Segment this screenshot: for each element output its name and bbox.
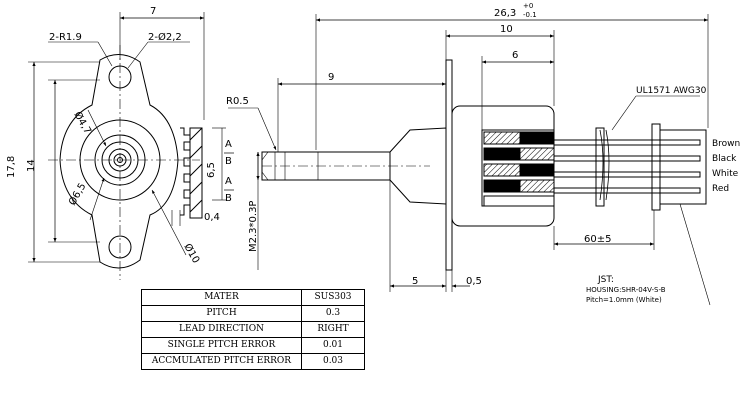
wire-color-white: White: [712, 169, 739, 179]
dim-length-5: 5: [412, 276, 418, 287]
dim-hole-dia: 2-Ø2,2: [148, 31, 182, 43]
dim-shaft-9: 9: [328, 72, 334, 83]
connector-housing: HOUSING:SHR-04V-S-B: [586, 286, 666, 294]
phase-label: B: [225, 156, 232, 167]
terminal-pins: [180, 127, 191, 216]
spec-label: MATER: [141, 289, 302, 306]
front-view: [28, 12, 226, 280]
dim-length-10: 10: [500, 24, 513, 35]
lead-wires: [554, 129, 660, 201]
spec-value: RIGHT: [301, 321, 365, 338]
front-cap: [389, 127, 447, 205]
front-body-outline: [59, 54, 179, 269]
dim-r-0-5: R0.5: [226, 96, 249, 107]
spec-label: ACCMULATED PITCH ERROR: [141, 353, 302, 370]
dim-thread: M2.3*0.3P: [248, 201, 259, 252]
dim-hole-radius: 2-R1.9: [49, 32, 82, 43]
dim-length-0-5: 0,5: [466, 276, 482, 287]
table-row: SINGLE PITCH ERROR 0.01: [141, 337, 365, 354]
dim-overall-height: 17,8: [6, 156, 17, 178]
table-row: MATER SUS303: [141, 289, 365, 306]
dim-thickness-0-4: 0,4: [204, 212, 220, 223]
spec-label: SINGLE PITCH ERROR: [141, 337, 302, 354]
dim-tolerance-upper: +0: [523, 2, 533, 10]
table-row: ACCMULATED PITCH ERROR 0.03: [141, 353, 365, 370]
spec-value: SUS303: [301, 289, 365, 306]
spec-label: LEAD DIRECTION: [141, 321, 302, 338]
spec-value: 0.3: [301, 305, 365, 322]
dim-pitch-6-5: 6,5: [206, 162, 217, 178]
connector-title: JST:: [597, 275, 614, 285]
dim-height-14: 14: [26, 159, 37, 172]
side-view: [228, 14, 711, 306]
dim-length-6: 6: [512, 50, 518, 61]
dim-dia-10: Ø10: [181, 242, 202, 266]
wire-color-black: Black: [712, 154, 737, 164]
mount-flange: [445, 59, 453, 271]
dim-dia-4-7: Ø4,7: [71, 110, 93, 137]
cable-label: UL1571 AWG30: [636, 86, 707, 96]
connector-pitch: Pitch=1.0mm (White): [586, 296, 662, 304]
phase-label: B: [225, 193, 232, 204]
table-row: PITCH 0.3: [141, 305, 365, 322]
spec-table: MATER SUS303 PITCH 0.3 LEAD DIRECTION RI…: [141, 289, 365, 370]
dim-lead-length: 60±5: [584, 234, 611, 245]
phase-label: A: [225, 176, 232, 187]
wire-color-red: Red: [712, 184, 729, 194]
dim-overall-length: 26,3: [494, 8, 516, 19]
wire-color-brown: Brown: [712, 139, 740, 149]
table-row: LEAD DIRECTION RIGHT: [141, 321, 365, 338]
spec-value: 0.03: [301, 353, 365, 370]
spec-label: PITCH: [141, 305, 302, 322]
phase-label: A: [225, 139, 232, 150]
dim-top-width: 7: [150, 6, 156, 17]
spec-value: 0.01: [301, 337, 365, 354]
dim-tolerance-lower: -0.1: [523, 11, 537, 19]
